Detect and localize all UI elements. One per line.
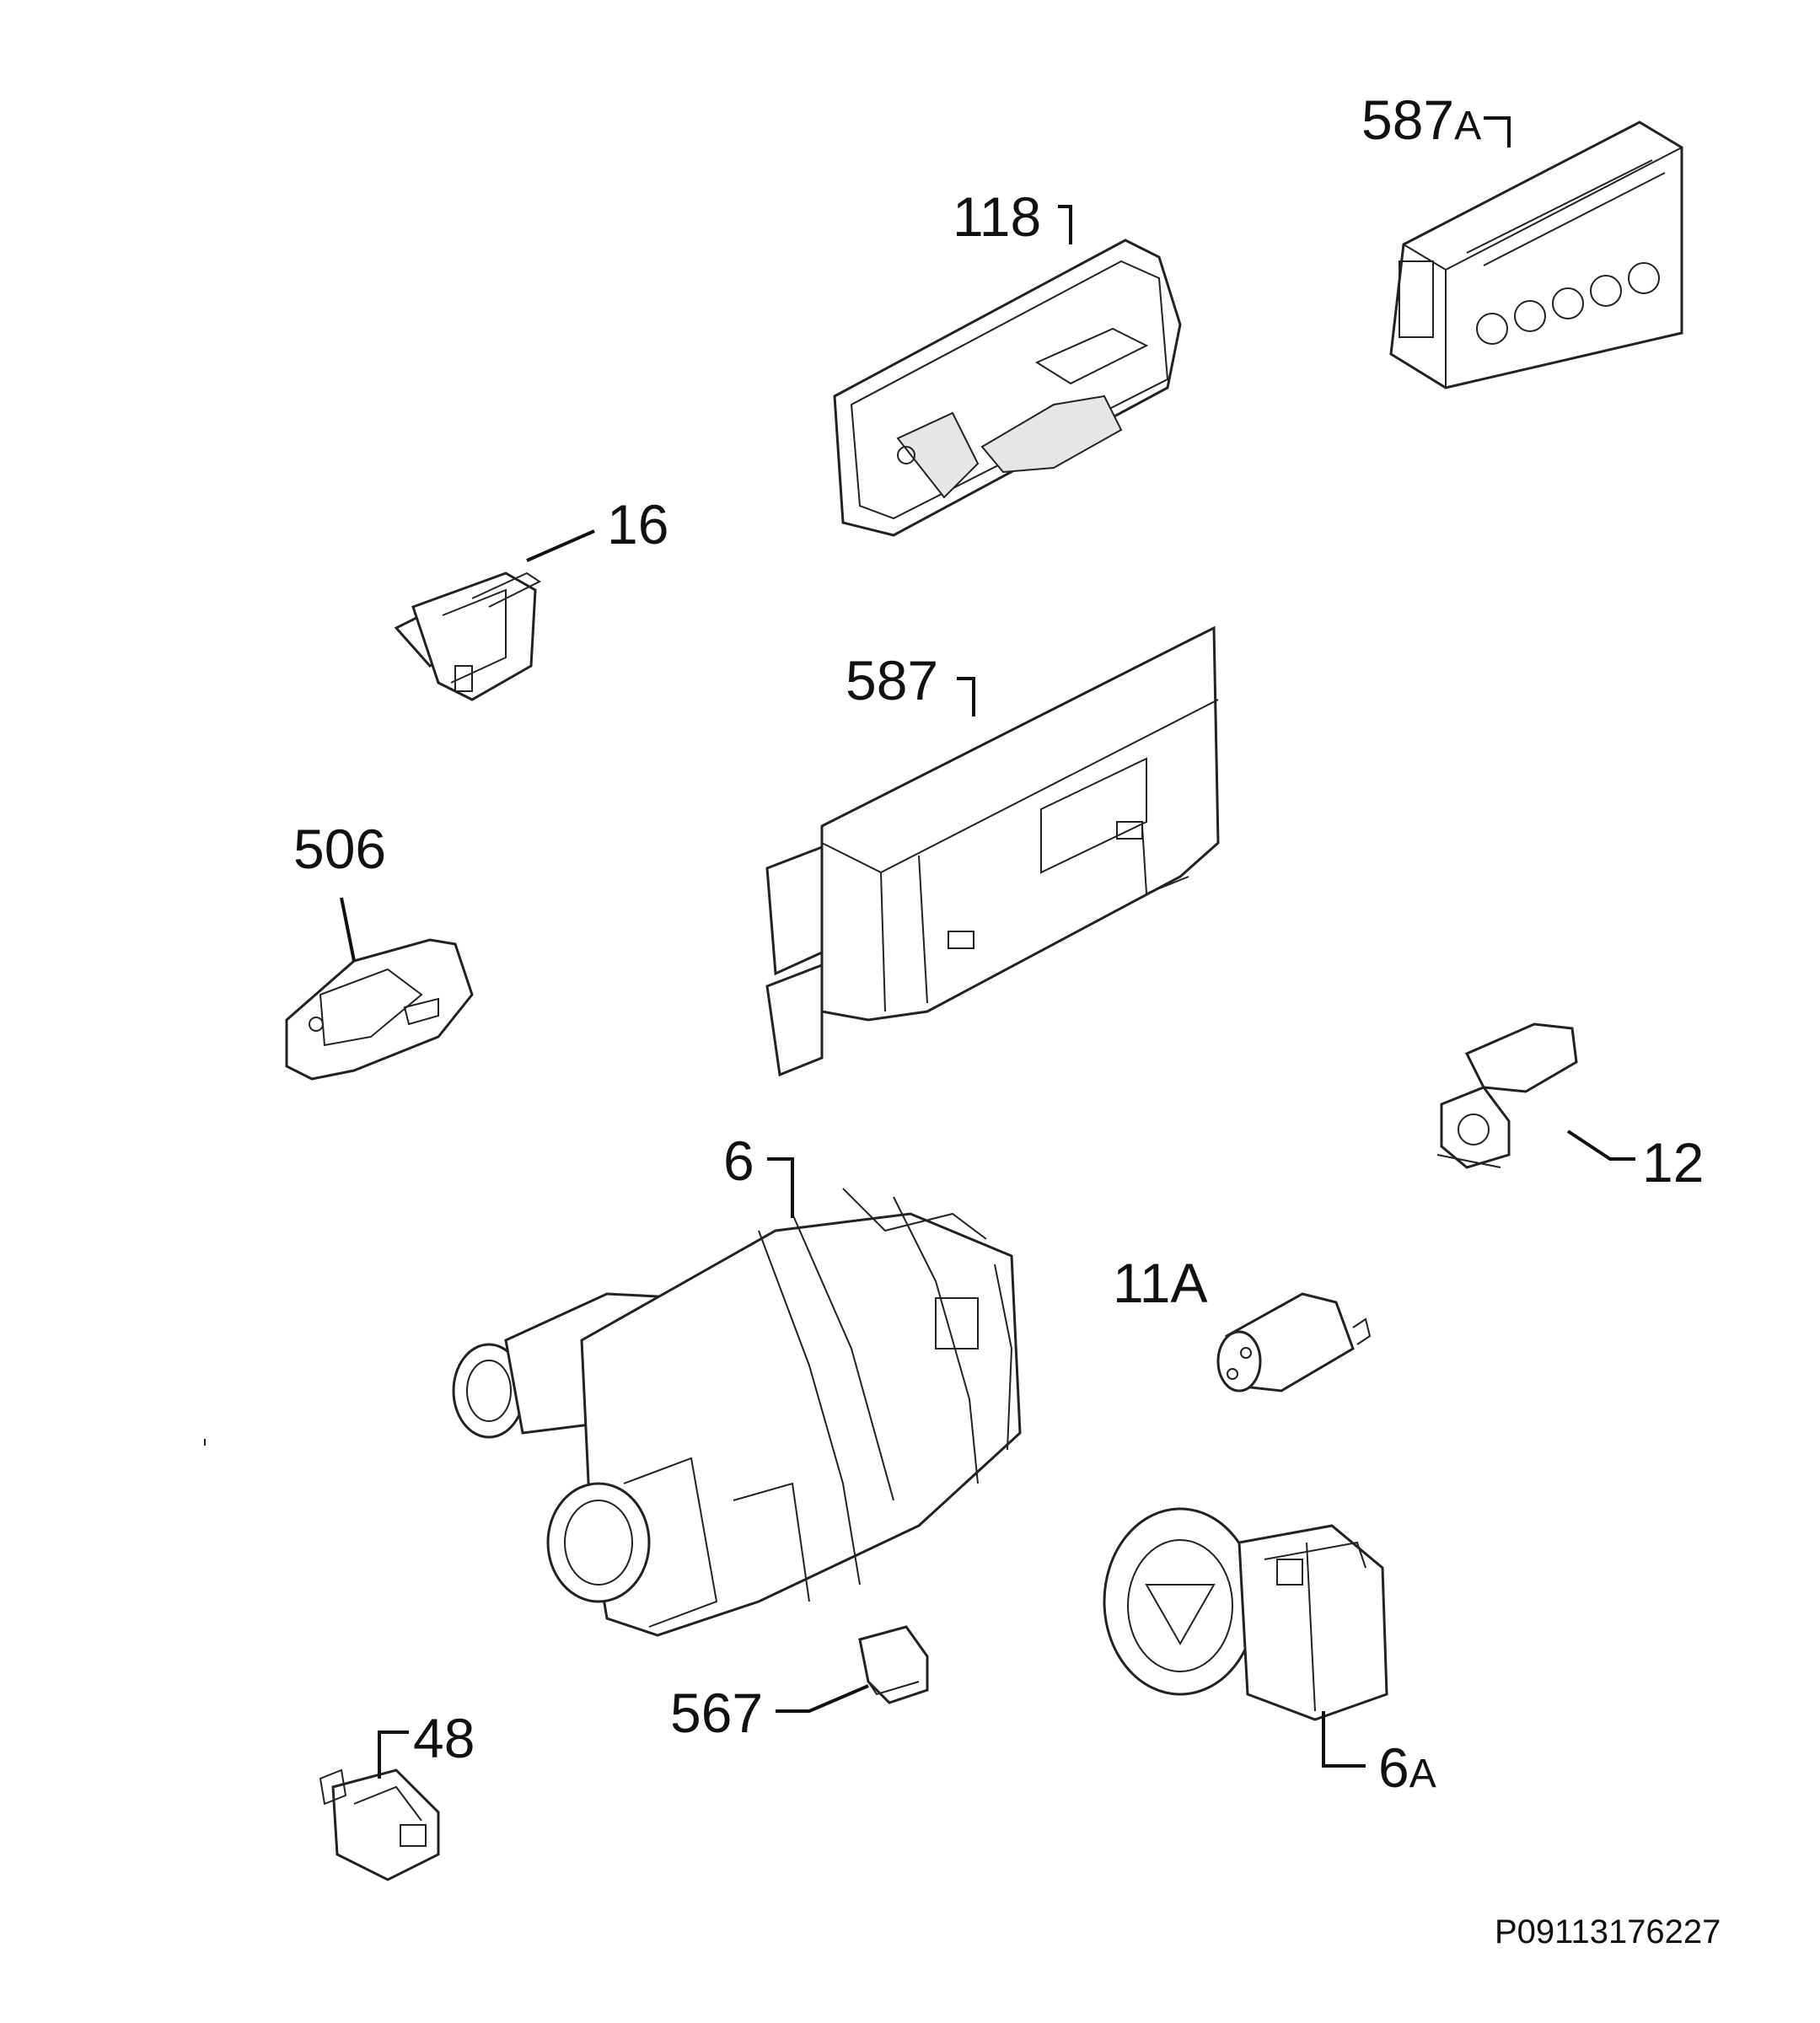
leader-12: [1566, 1130, 1635, 1161]
label-6a: 6A: [1378, 1736, 1436, 1799]
label-6: 6: [723, 1130, 754, 1192]
label-48: 48: [413, 1707, 475, 1769]
part-587-drawing: [765, 625, 1220, 1077]
label-587a: 587A: [1361, 89, 1481, 151]
leader-6: [767, 1157, 794, 1218]
part-6a-drawing: [1103, 1507, 1388, 1721]
leader-6a: [1322, 1711, 1366, 1768]
label-11a: 11A: [1113, 1252, 1208, 1314]
part-16-drawing: [394, 571, 541, 701]
part-6-drawing: [452, 1188, 1022, 1637]
reference-code: P09113176227: [1495, 1913, 1721, 1951]
label-12: 12: [1642, 1131, 1704, 1194]
leader-567: [776, 1684, 869, 1713]
leader-16: [526, 529, 595, 562]
label-587: 587: [846, 649, 938, 711]
leader-587: [957, 677, 975, 716]
leader-118: [1058, 205, 1072, 244]
leader-587a: [1484, 116, 1511, 148]
leader-506: [340, 897, 356, 962]
label-16: 16: [607, 493, 668, 555]
leader-48: [378, 1731, 409, 1779]
label-506: 506: [293, 818, 386, 880]
part-587a-drawing: [1389, 121, 1683, 389]
label-118: 118: [953, 185, 1041, 248]
part-12-drawing: [1436, 1022, 1578, 1169]
part-567-drawing: [858, 1625, 929, 1704]
part-11a-drawing: [1216, 1292, 1372, 1392]
label-567: 567: [670, 1682, 763, 1744]
part-48-drawing: [319, 1768, 440, 1881]
part-118-drawing: [833, 239, 1182, 537]
part-506-drawing: [285, 938, 474, 1081]
